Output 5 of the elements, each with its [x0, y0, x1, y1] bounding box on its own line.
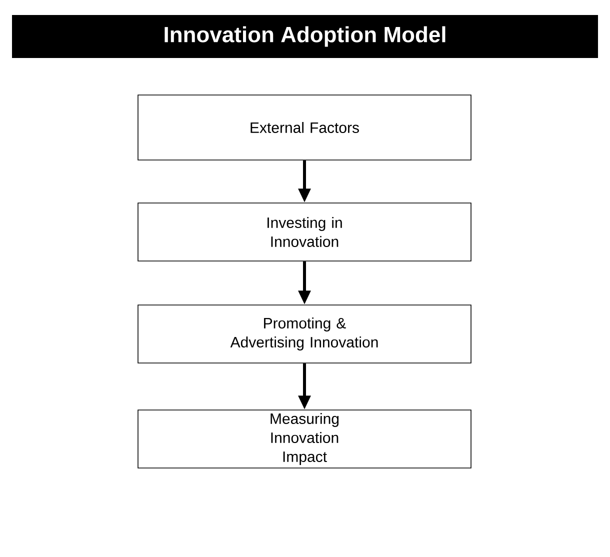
process-box: Measuring Innovation Impact [138, 410, 472, 468]
process-box: External Factors [138, 94, 472, 160]
process-box: Investing in Innovation [138, 202, 472, 262]
process-box: Promoting & Advertising Innovation [138, 304, 472, 364]
title-bar: Innovation Adoption Model [12, 15, 598, 58]
